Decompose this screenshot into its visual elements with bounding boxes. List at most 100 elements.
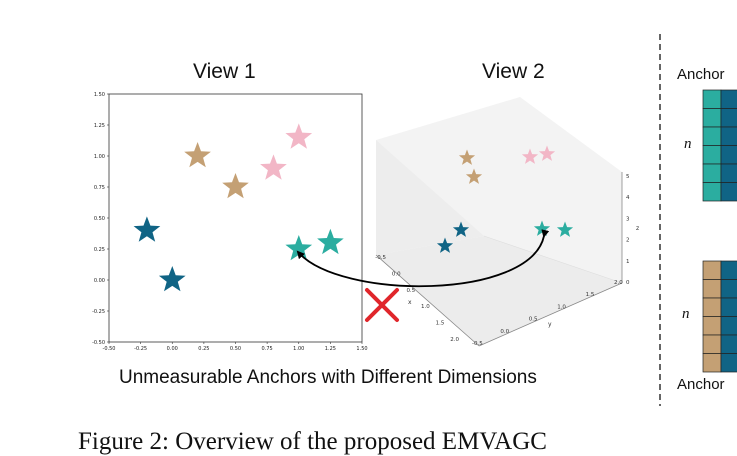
matrix-cell-first-col — [702, 279, 722, 299]
view2-z-axis-label: z — [636, 225, 639, 232]
view2-z-tick-label: 4 — [626, 195, 630, 201]
view2-x-axis-label: x — [408, 299, 412, 306]
anchor-matrix-bottom — [702, 260, 737, 373]
matrix-cell-col — [720, 297, 737, 317]
matrix-cell-col — [720, 279, 737, 299]
matrix-cell-first-col — [702, 260, 722, 280]
correspondence-arrow — [296, 229, 550, 288]
view1-star-point — [222, 173, 249, 199]
view1-points — [133, 123, 344, 292]
red-cross-icon — [365, 288, 399, 322]
view1-y-tick-label: -0.25 — [92, 309, 105, 315]
view1-y-axis: 1.501.251.000.750.500.250.00-0.25-0.50 — [92, 92, 109, 346]
matrix-cell-col — [720, 145, 737, 165]
view2-star-point — [556, 221, 574, 237]
view2-star-point — [533, 220, 551, 236]
view1-star-point — [158, 266, 186, 292]
matrix-cell-first-col — [702, 163, 722, 183]
view2-star-point — [465, 168, 483, 184]
matrix-cell-col — [720, 260, 737, 280]
matrix-cell-first-col — [702, 145, 722, 165]
view2-x-tick-label: 0.5 — [406, 288, 415, 294]
matrix-cell-first-col — [702, 182, 722, 202]
view2-z-tick-label: 1 — [626, 259, 630, 265]
view2-y-tick-label: 0.0 — [500, 329, 509, 335]
view1-star-point — [260, 154, 287, 180]
view1-x-tick-label: 0.25 — [198, 346, 209, 352]
matrix-cell-first-col — [702, 353, 722, 373]
figure-caption: Figure 2: Overview of the proposed EMVAG… — [78, 428, 547, 455]
view2-y-ticks: -0.5 0.0 0.5 1.0 1.5 2.0 — [472, 280, 623, 347]
view2-x-tick-label: 1.5 — [436, 321, 445, 327]
view2-floor-pane — [376, 236, 622, 346]
view1-star-point — [285, 123, 313, 149]
view1-y-tick-label: 0.00 — [94, 278, 105, 284]
matrix-cell-col — [720, 163, 737, 183]
view2-x-axis-line — [375, 254, 480, 347]
matrix-cell-first-col — [702, 334, 722, 354]
n-label-bottom: n — [682, 306, 690, 322]
view1-y-tick-label: 1.50 — [94, 92, 105, 98]
view2-x-tick-label: 2.0 — [450, 337, 459, 343]
view1-y-tick-label: 1.25 — [94, 123, 105, 129]
view2-z-tick-label: 0 — [626, 280, 630, 286]
view2-z-tick-label: 3 — [626, 216, 630, 222]
view2-z-ticks: 0 1 2 3 4 5 — [626, 174, 630, 286]
view2-y-axis-line — [478, 282, 623, 347]
matrix-cell-col — [720, 353, 737, 373]
matrix-cell-col — [720, 108, 737, 128]
view2-star-point — [458, 149, 476, 165]
view2-x-tick-label: -0.5 — [375, 255, 386, 261]
matrix-cell-col — [720, 316, 737, 336]
n-label-top: n — [684, 136, 692, 152]
view1-y-tick-label: -0.50 — [92, 340, 105, 346]
matrix-cell-col — [720, 182, 737, 202]
view2-y-tick-label: -0.5 — [472, 341, 483, 347]
view1-x-axis: -0.50 -0.25 0.00 0.25 0.50 0.75 1.00 1.25 1.50 — [103, 342, 368, 352]
view2-z-tick-label: 2 — [626, 238, 630, 244]
view1-x-tick-label: 0.00 — [167, 346, 178, 352]
view1-x-tick-label: -0.25 — [134, 346, 147, 352]
view2-title: View 2 — [482, 60, 545, 83]
view2-left-pane — [376, 140, 484, 255]
view2-star-point — [521, 148, 539, 164]
matrix-cell-col — [720, 89, 737, 109]
view2-y-tick-label: 2.0 — [614, 280, 623, 286]
view1-y-tick-label: 0.25 — [94, 247, 105, 253]
view1-star-point — [285, 235, 313, 261]
view2-y-tick-label: 1.0 — [557, 304, 566, 310]
view2-3d-axes — [375, 97, 623, 347]
view1-x-tick-label: 0.75 — [262, 346, 273, 352]
matrix-cell-first-col — [702, 297, 722, 317]
view1-x-tick-label: 1.00 — [293, 346, 304, 352]
matrix-cell-first-col — [702, 89, 722, 109]
view2-x-tick-label: 1.0 — [421, 304, 430, 310]
view1-star-point — [184, 142, 211, 168]
view1-title: View 1 — [193, 60, 256, 83]
view1-x-tick-label: 1.25 — [325, 346, 336, 352]
matrix-cell-first-col — [702, 316, 722, 336]
matrix-cell-first-col — [702, 126, 722, 146]
figure-subtitle: Unmeasurable Anchors with Different Dime… — [119, 367, 537, 388]
anchor-label-top: Anchor — [677, 66, 725, 83]
view2-star-point — [538, 145, 556, 161]
view1-x-tick-label: 0.50 — [230, 346, 241, 352]
matrix-cell-col — [720, 126, 737, 146]
view1-star-point — [317, 228, 344, 255]
view1-star-point — [133, 216, 161, 242]
view2-y-axis-label: y — [548, 321, 552, 328]
view1-x-tick-label: -0.50 — [103, 346, 116, 352]
view1-x-tick-label: 1.50 — [356, 346, 367, 352]
view2-star-point — [452, 221, 470, 237]
anchor-matrix-top — [702, 89, 737, 202]
anchor-label-bottom: Anchor — [677, 376, 725, 393]
view2-z-tick-label: 5 — [626, 174, 630, 180]
matrix-cell-first-col — [702, 108, 722, 128]
view1-y-tick-label: 1.00 — [94, 154, 105, 160]
view2-y-tick-label: 0.5 — [529, 317, 538, 323]
view1-y-tick-label: 0.75 — [94, 185, 105, 191]
matrix-cell-col — [720, 334, 737, 354]
view2-x-tick-label: 0.0 — [392, 271, 401, 277]
view2-y-tick-label: 1.5 — [586, 292, 595, 298]
